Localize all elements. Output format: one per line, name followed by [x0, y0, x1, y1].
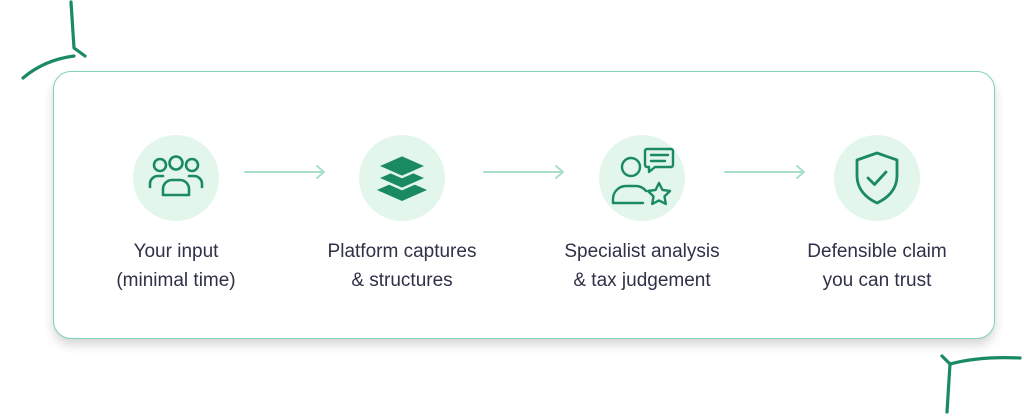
step-label: Your input (minimal time) [116, 237, 235, 295]
step-icon-circle [133, 135, 219, 221]
step-icon-circle [599, 135, 685, 221]
step-label-line2: & structures [351, 270, 453, 291]
corner-accent-top-left [21, 0, 87, 80]
step-your-input: Your input (minimal time) [56, 135, 296, 295]
step-icon-circle [834, 135, 920, 221]
corner-accent-bottom-right [940, 354, 1022, 414]
arrow-icon [483, 165, 564, 179]
users-icon [148, 155, 204, 197]
step-label: Defensible claim you can trust [807, 237, 946, 295]
arrow-icon [244, 165, 325, 179]
step-label-line2: & tax judgement [573, 270, 711, 291]
step-label: Platform captures & structures [328, 237, 477, 295]
specialist-icon [611, 147, 675, 206]
step-label-line1: Defensible claim [807, 241, 947, 262]
step-defensible-claim: Defensible claim you can trust [757, 135, 997, 295]
process-card: Your input (minimal time) Platform captu… [53, 71, 995, 339]
step-specialist-analysis: Specialist analysis & tax judgement [522, 135, 762, 295]
step-label-line1: Specialist analysis [564, 241, 720, 262]
step-label-line1: Platform captures [327, 241, 477, 262]
step-label-line2: (minimal time) [116, 270, 236, 291]
step-label-line1: Your input [133, 241, 219, 262]
arrow-icon [724, 165, 805, 179]
shield-check-icon [855, 151, 899, 205]
step-label: Specialist analysis & tax judgement [564, 237, 719, 295]
step-icon-circle [359, 135, 445, 221]
step-platform-captures: Platform captures & structures [282, 135, 522, 295]
layers-icon [375, 153, 429, 201]
step-label-line2: you can trust [822, 270, 932, 291]
